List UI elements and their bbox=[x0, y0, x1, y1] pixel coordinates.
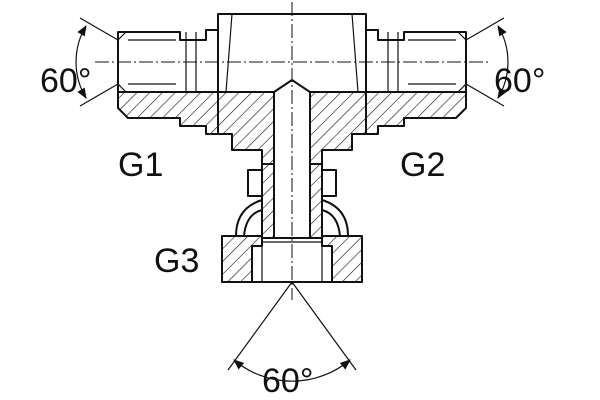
label-angle-bottom: 60° bbox=[262, 362, 313, 400]
angle-dimension-right bbox=[497, 25, 509, 99]
label-g1: G1 bbox=[118, 146, 163, 184]
angle-dimension-bottom bbox=[233, 359, 351, 382]
angle-leaders bbox=[79, 17, 505, 371]
angle-dimension-left bbox=[75, 25, 87, 99]
label-angle-right: 60° bbox=[494, 62, 545, 100]
center-lines bbox=[95, 2, 490, 300]
label-angle-left: 60° bbox=[40, 62, 91, 100]
label-g3: G3 bbox=[154, 242, 199, 280]
left-arm bbox=[117, 29, 219, 135]
label-g2: G2 bbox=[400, 146, 445, 184]
lower-branch bbox=[221, 163, 363, 283]
right-arm bbox=[365, 29, 467, 135]
